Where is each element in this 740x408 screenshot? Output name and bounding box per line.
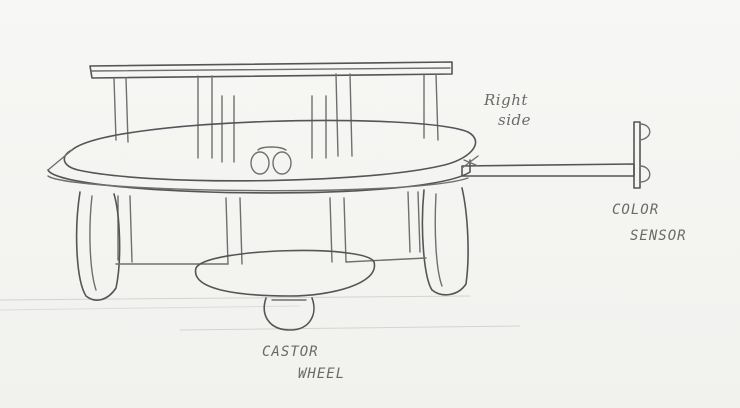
castor-wheel-label-line2: WHEEL [298, 366, 345, 382]
axle-line [116, 258, 426, 264]
front-bumps [251, 147, 291, 174]
upper-standoffs [114, 74, 438, 162]
color-sensor [634, 122, 650, 188]
top-plate [90, 62, 452, 78]
right-side-label-line1: Right [484, 92, 528, 108]
left-drive-wheel [77, 192, 120, 300]
right-drive-wheel [422, 188, 468, 295]
color-sensor-label-line1: COLOR [612, 202, 659, 218]
chassis-disc [48, 120, 476, 192]
lower-plate [196, 251, 375, 296]
color-sensor-label-line2: SENSOR [630, 228, 687, 244]
sensor-arm [462, 156, 634, 176]
lower-standoffs [118, 192, 420, 264]
castor-wheel-label-line1: CASTOR [262, 344, 319, 360]
castor-wheel [264, 298, 314, 330]
right-side-label-line2: side [498, 112, 531, 128]
paper-faint-lines [0, 296, 520, 330]
